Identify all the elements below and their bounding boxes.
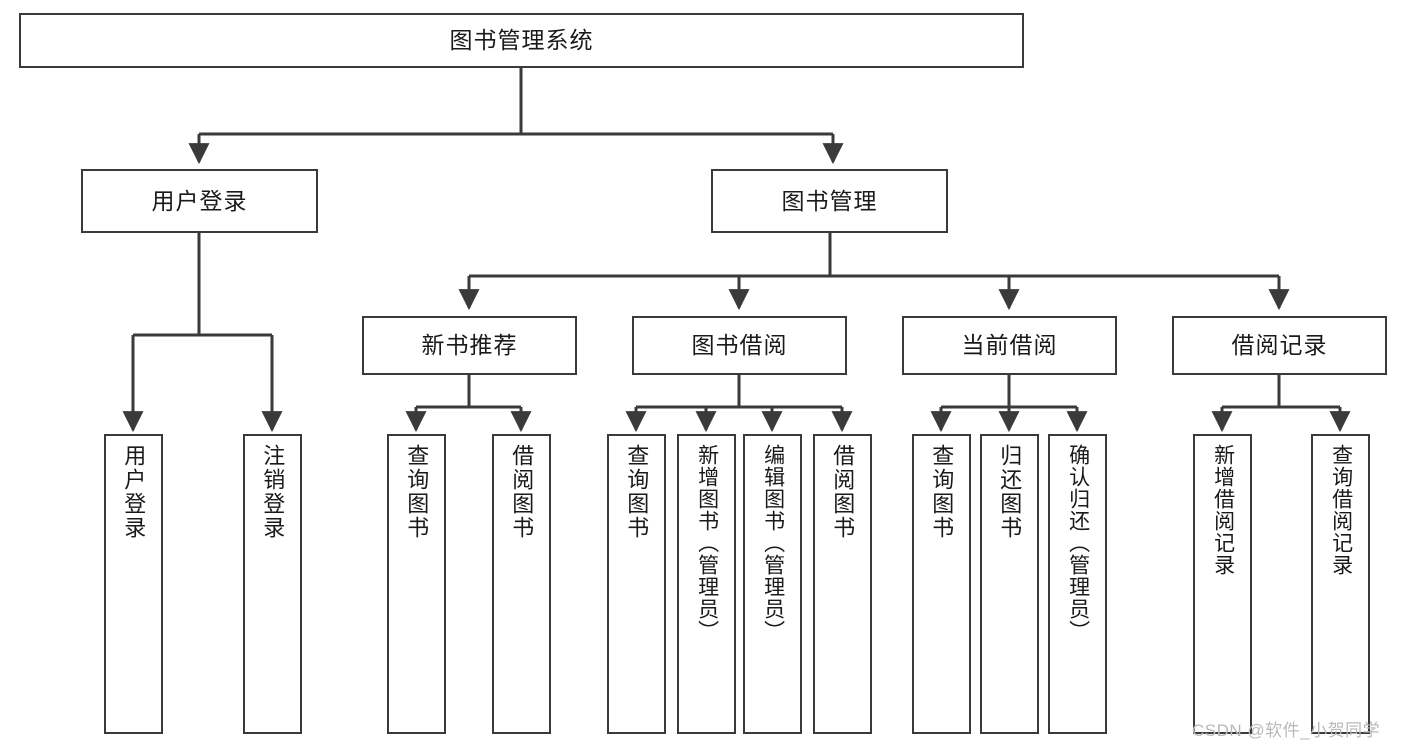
leaf-query-borrow-record[interactable]: 查询借阅记录 xyxy=(1311,434,1370,734)
node-label: 当前借阅 xyxy=(961,332,1058,358)
node-new-book-recommend[interactable]: 新书推荐 xyxy=(362,316,577,375)
node-book-management[interactable]: 图书管理 xyxy=(711,169,948,233)
node-borrow-record[interactable]: 借阅记录 xyxy=(1172,316,1387,375)
node-label: 查询图书 xyxy=(929,444,955,540)
node-label: 新增图书（管理员） xyxy=(695,444,719,642)
node-label: 确认归还（管理员） xyxy=(1066,444,1090,642)
node-current-borrow[interactable]: 当前借阅 xyxy=(902,316,1117,375)
leaf-return-book[interactable]: 归还图书 xyxy=(980,434,1039,734)
node-label: 用户登录 xyxy=(151,187,248,214)
leaf-query-book-borrow[interactable]: 查询图书 xyxy=(607,434,666,734)
leaf-add-borrow-record[interactable]: 新增借阅记录 xyxy=(1193,434,1252,734)
csdn-watermark: CSDN @软件_小贺同学 xyxy=(1192,721,1381,740)
node-label: 借阅图书 xyxy=(509,444,535,540)
node-label: 查询图书 xyxy=(624,444,650,540)
node-label: 图书管理 xyxy=(781,187,878,214)
node-label: 查询借阅记录 xyxy=(1329,444,1353,576)
leaf-user-logout[interactable]: 注销登录 xyxy=(243,434,302,734)
node-user-login[interactable]: 用户登录 xyxy=(81,169,318,233)
leaf-user-login[interactable]: 用户登录 xyxy=(104,434,163,734)
node-book-borrow[interactable]: 图书借阅 xyxy=(632,316,847,375)
leaf-query-book-recommend[interactable]: 查询图书 xyxy=(387,434,446,734)
leaf-edit-book-admin[interactable]: 编辑图书（管理员） xyxy=(743,434,802,734)
node-label: 注销登录 xyxy=(260,444,286,540)
leaf-add-book-admin[interactable]: 新增图书（管理员） xyxy=(677,434,736,734)
node-label: 归还图书 xyxy=(997,444,1023,540)
node-label: 图书管理系统 xyxy=(449,27,594,53)
node-label: 用户登录 xyxy=(121,444,147,540)
node-label: 编辑图书（管理员） xyxy=(761,444,785,642)
leaf-borrow-book-recommend[interactable]: 借阅图书 xyxy=(492,434,551,734)
node-label: 新书推荐 xyxy=(421,332,518,358)
leaf-confirm-return-admin[interactable]: 确认归还（管理员） xyxy=(1048,434,1107,734)
leaf-query-book-current[interactable]: 查询图书 xyxy=(912,434,971,734)
node-label: 借阅图书 xyxy=(830,444,856,540)
node-label: 查询图书 xyxy=(404,444,430,540)
leaf-borrow-book[interactable]: 借阅图书 xyxy=(813,434,872,734)
node-label: 借阅记录 xyxy=(1231,332,1328,358)
node-label: 新增借阅记录 xyxy=(1211,444,1235,576)
node-label: 图书借阅 xyxy=(691,332,788,358)
node-root-system[interactable]: 图书管理系统 xyxy=(19,13,1024,68)
